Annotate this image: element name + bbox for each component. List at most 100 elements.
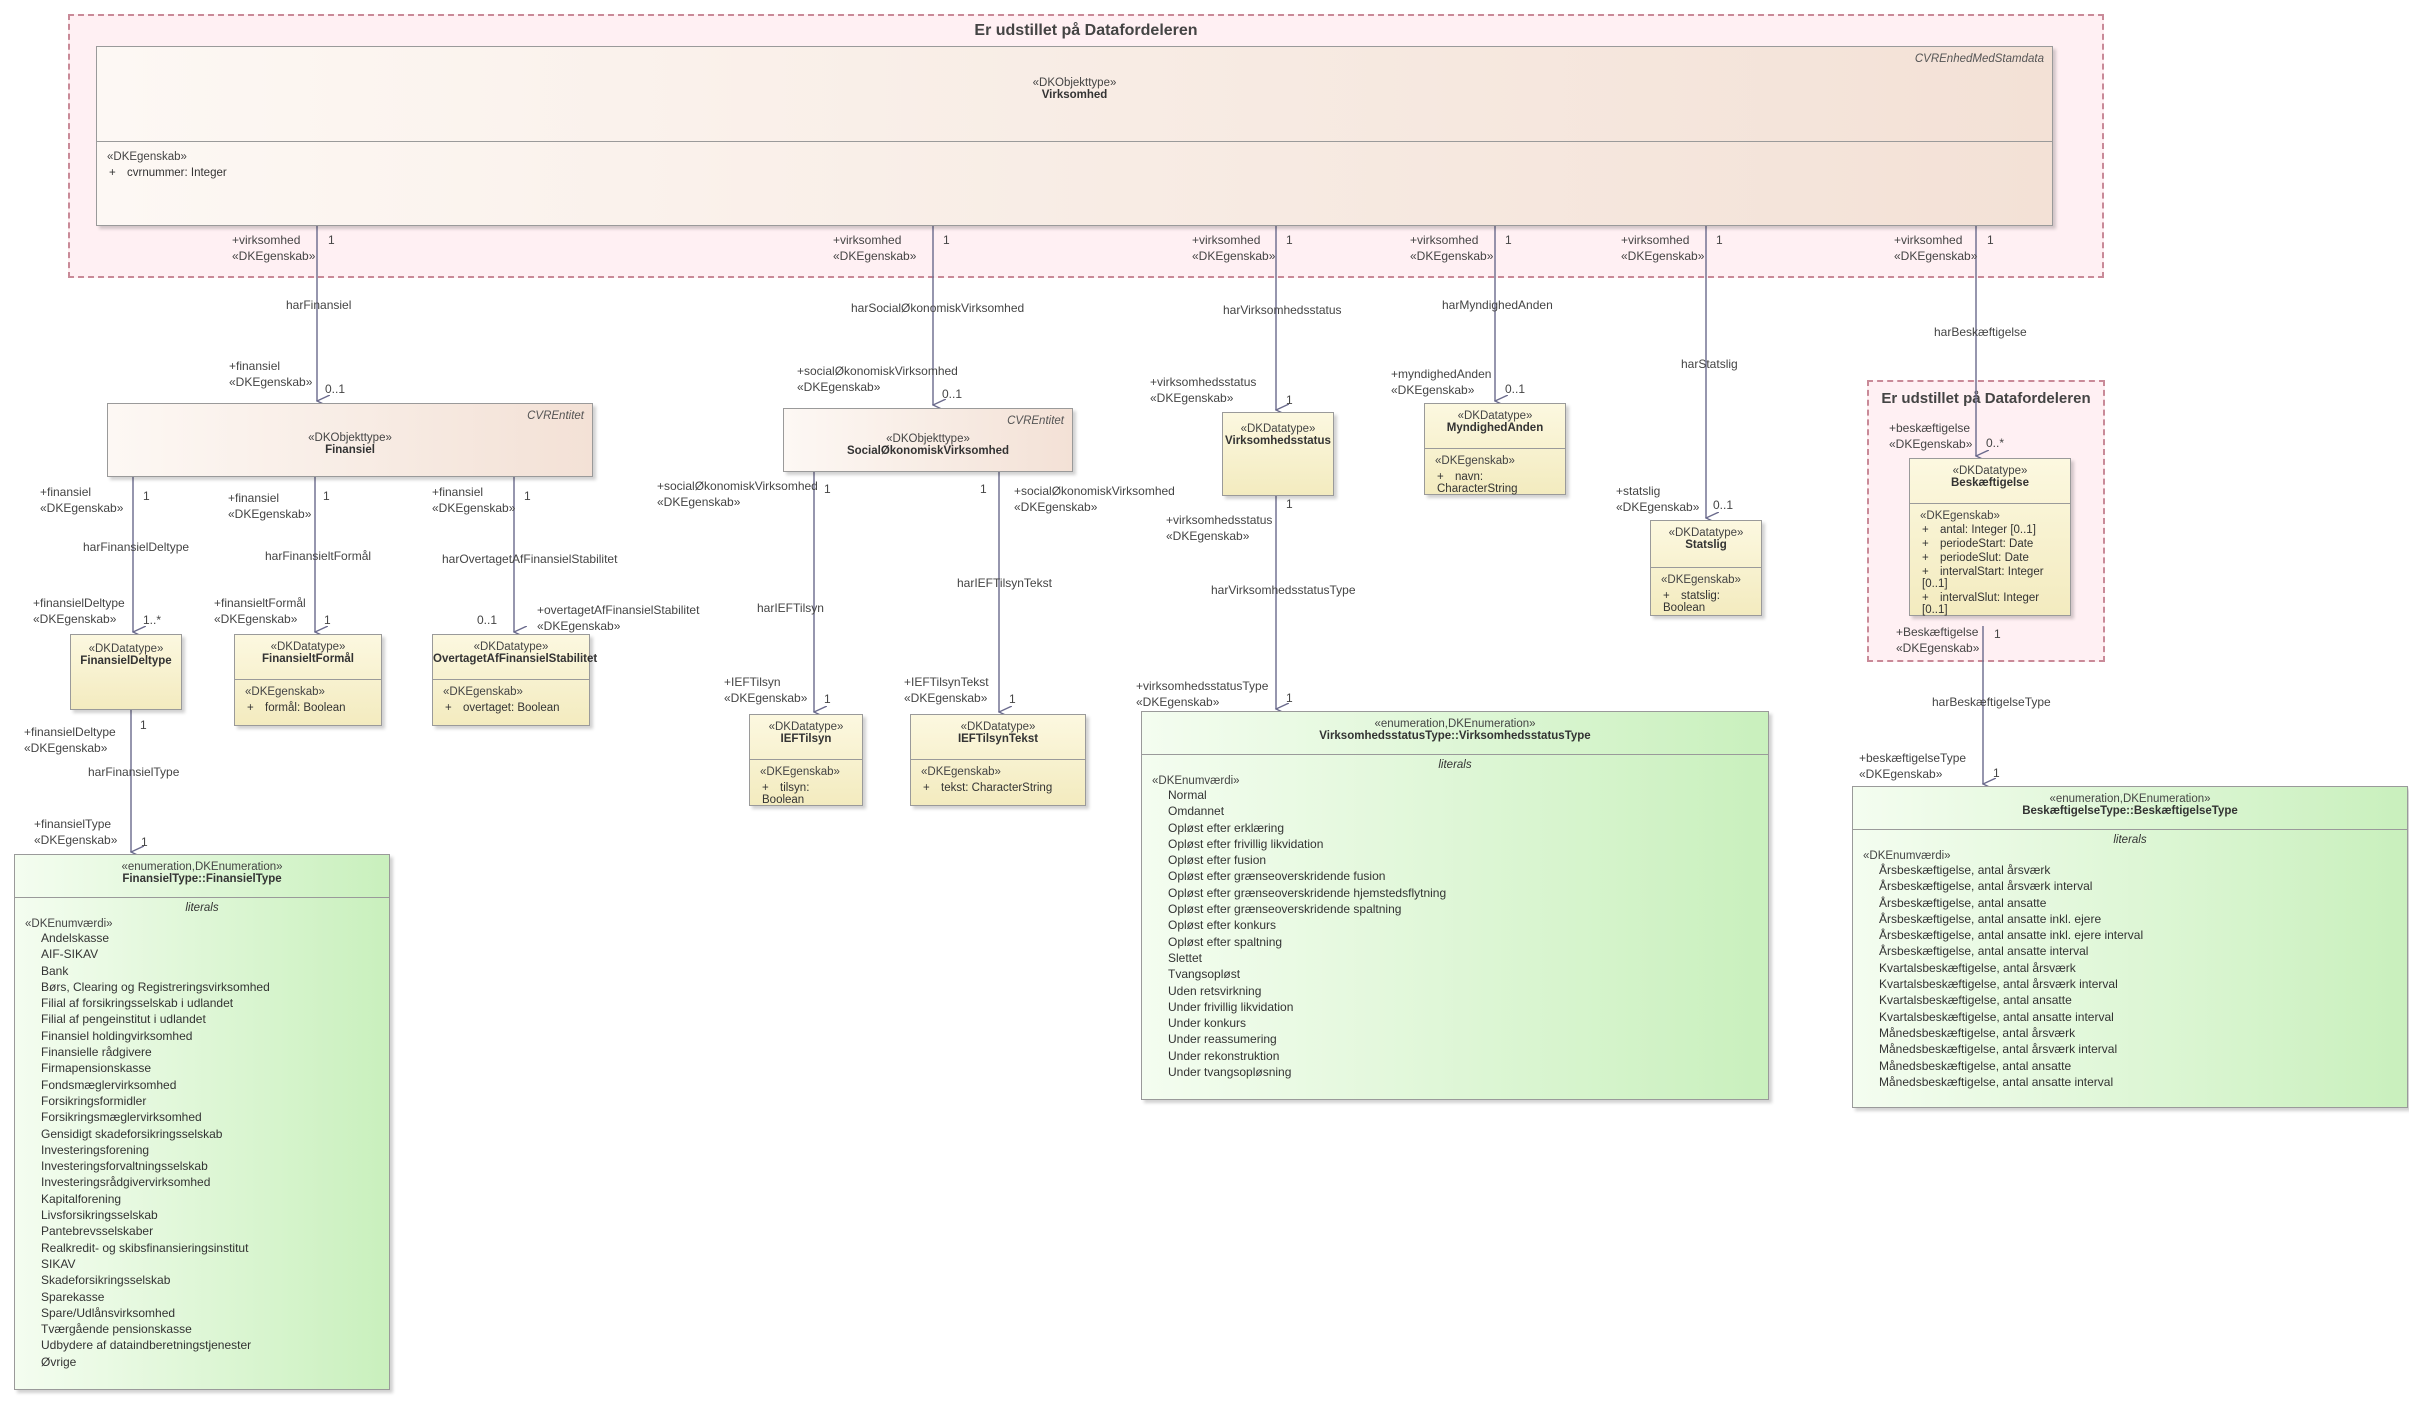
multiplicity-label: 1 — [824, 692, 831, 706]
enum-literal: Kapitalforening — [41, 1191, 122, 1206]
association-name: harIEFTilsynTekst — [957, 576, 1052, 590]
multiplicity-label: 0..1 — [942, 387, 963, 401]
enum-literal: Månedsbeskæftigelse, antal ansatte inter… — [1879, 1074, 2114, 1089]
enum-literal: Finansielle rådgivere — [41, 1045, 152, 1060]
attribute-row: +tekst: CharacterString — [923, 782, 1053, 794]
enum-literal: Normal — [1168, 788, 1207, 802]
enum-literal: Tvangsopløst — [1168, 967, 1241, 982]
multiplicity-label: 1 — [1286, 393, 1293, 407]
role-label: +Beskæftigelse «DKEgenskab» — [1896, 625, 1980, 655]
association-name: harVirksomhedsstatusType — [1211, 583, 1356, 597]
role-label: +IEFTilsynTekst «DKEgenskab» — [904, 675, 989, 705]
enum-literal: Årsbeskæftigelse, antal ansatte — [1879, 895, 2047, 910]
role-label: +beskæftigelse «DKEgenskab» — [1889, 421, 1973, 451]
role-label: +finansielDeltype «DKEgenskab» — [33, 596, 125, 626]
attr-group: «DKEgenskab» — [1920, 510, 2000, 522]
role-label: +virksomhed «DKEgenskab» — [1192, 233, 1276, 263]
enum-literal: Forsikringsformidler — [41, 1093, 147, 1108]
enum-literal: Spare/Udlånsvirksomhed — [41, 1305, 176, 1320]
multiplicity-label: 1 — [323, 489, 330, 503]
enum-literal: SIKAV — [41, 1256, 76, 1271]
attribute-row: +antal: Integer [0..1] — [1922, 524, 2036, 536]
multiplicity-label: 1 — [943, 233, 950, 247]
enum-literal: Fondsmæglervirksomhed — [41, 1077, 177, 1092]
class-name: Statslig — [1685, 539, 1727, 551]
multiplicity-label: 1 — [141, 835, 148, 849]
enum-literal: Kvartalsbeskæftigelse, antal ansatte int… — [1879, 1009, 2114, 1024]
enum-literal: Pantebrevsselskaber — [41, 1224, 154, 1239]
datatype-overtaget-af-finansiel-stabilitet[interactable]: «DKDatatype» OvertagetAfFinansielStabili… — [432, 634, 597, 726]
enum-literal: Uden retsvirkning — [1168, 983, 1262, 998]
class-name: BeskæftigelseType::BeskæftigelseType — [2022, 805, 2238, 817]
multiplicity-label: 1 — [980, 482, 987, 496]
enum-literal: Øvrige — [41, 1354, 77, 1369]
class-stereotype: «enumeration,DKEnumeration» — [121, 861, 283, 873]
multiplicity-label: 1 — [1009, 692, 1016, 706]
multiplicity-label: 1..* — [143, 613, 162, 627]
class-name: Beskæftigelse — [1951, 477, 2029, 489]
class-stereotype: «enumeration,DKEnumeration» — [1374, 718, 1536, 730]
class-name: SocialØkonomiskVirksomhed — [846, 445, 1010, 457]
attribute-row: +periodeStart: Date — [1922, 538, 2034, 550]
enum-literal: Omdannet — [1168, 804, 1225, 819]
enum-virksomhedsstatus-type[interactable]: «enumeration,DKEnumeration» Virksomhedss… — [1141, 711, 1769, 1100]
enum-literal: Gensidigt skadeforsikringsselskab — [41, 1126, 223, 1141]
datatype-statslig[interactable]: «DKDatatype» Statslig «DKEgenskab» +stat… — [1650, 520, 1762, 616]
attribute-row: +intervalSlut: Integer [0..1] — [1922, 592, 2040, 616]
class-name: IEFTilsynTekst — [957, 733, 1039, 745]
attribute-row: +statslig: Boolean — [1663, 590, 1720, 614]
role-label: +virksomhed «DKEgenskab» — [1894, 233, 1978, 263]
datatype-ieftilsyn[interactable]: «DKDatatype» IEFTilsyn «DKEgenskab» +til… — [749, 714, 863, 806]
role-label: +virksomhed «DKEgenskab» — [833, 233, 917, 263]
enum-literal: Opløst efter spaltning — [1168, 934, 1283, 949]
datatype-ieftilsyn-tekst[interactable]: «DKDatatype» IEFTilsynTekst «DKEgenskab»… — [910, 714, 1086, 806]
class-tag: CVREntitet — [527, 410, 584, 422]
datatype-myndighed-anden[interactable]: «DKDatatype» MyndighedAnden «DKEgenskab»… — [1424, 403, 1566, 495]
multiplicity-label: 0..1 — [477, 613, 498, 627]
enum-literal: Udbydere af dataindberetningstjenester — [41, 1338, 252, 1353]
enum-literal: Investeringsforening — [41, 1142, 150, 1157]
enum-literal: Bank — [41, 963, 69, 978]
attribute-row: +periodeSlut: Date — [1922, 552, 2029, 564]
enum-literal: Årsbeskæftigelse, antal ansatte inkl. ej… — [1879, 911, 2102, 926]
role-label: +finansiel «DKEgenskab» — [432, 485, 516, 515]
multiplicity-label: 0..* — [1986, 436, 2005, 450]
association-name: harFinansiel — [286, 298, 352, 312]
enum-literal: Opløst efter konkurs — [1168, 918, 1277, 933]
role-label: +virksomhed «DKEgenskab» — [1410, 233, 1494, 263]
enum-literal: Under rekonstruktion — [1168, 1048, 1280, 1063]
enum-literal: Opløst efter erklæring — [1168, 820, 1285, 835]
multiplicity-label: 1 — [143, 489, 150, 503]
class-social-oekonomisk-virksomhed[interactable]: CVREntitet «DKObjekttype» SocialØkonomis… — [783, 408, 1073, 472]
class-finansiel[interactable]: CVREntitet «DKObjekttype» Finansiel — [107, 403, 593, 477]
enum-beskaeftigelse-type[interactable]: «enumeration,DKEnumeration» Beskæftigels… — [1852, 786, 2408, 1108]
role-label: +virksomhedsstatusType «DKEgenskab» — [1136, 679, 1269, 709]
multiplicity-label: 1 — [1286, 233, 1293, 247]
attr-group: «DKEgenskab» — [1435, 455, 1515, 467]
datatype-finansielt-formaal[interactable]: «DKDatatype» FinansieltFormål «DKEgenska… — [234, 634, 382, 726]
class-stereotype: «DKObjekttype» — [308, 432, 392, 444]
association-name: harFinansielType — [88, 765, 180, 779]
enum-literal: Opløst efter fusion — [1168, 853, 1267, 868]
class-name: Virksomhed — [1041, 89, 1108, 101]
enum-literal: Under frivillig likvidation — [1168, 999, 1294, 1014]
class-stereotype: «DKDatatype» — [270, 641, 346, 653]
enum-literal: Andelskasse — [41, 931, 110, 945]
enum-finansiel-type[interactable]: «enumeration,DKEnumeration» FinansielTyp… — [14, 854, 390, 1390]
class-virksomhed[interactable]: CVREnhedMedStamdata «DKObjekttype» Virks… — [96, 46, 2053, 226]
attribute-row: +cvrnummer: Integer — [109, 167, 227, 179]
literals-header: literals — [185, 902, 219, 914]
multiplicity-label: 0..1 — [1505, 382, 1526, 396]
class-stereotype: «enumeration,DKEnumeration» — [2049, 793, 2211, 805]
multiplicity-label: 1 — [1993, 766, 2000, 780]
enum-literal: Månedsbeskæftigelse, antal årsværk — [1879, 1025, 2076, 1040]
role-label: +socialØkonomiskVirksomhed «DKEgenskab» — [797, 364, 958, 394]
class-name: FinansieltFormål — [261, 653, 355, 665]
role-label: +statslig «DKEgenskab» — [1616, 484, 1700, 514]
datatype-beskaeftigelse[interactable]: «DKDatatype» Beskæftigelse «DKEgenskab» … — [1909, 458, 2071, 616]
datatype-virksomhedsstatus[interactable]: «DKDatatype» Virksomhedsstatus — [1222, 412, 1334, 496]
datatype-finansiel-deltype[interactable]: «DKDatatype» FinansielDeltype — [70, 634, 182, 710]
